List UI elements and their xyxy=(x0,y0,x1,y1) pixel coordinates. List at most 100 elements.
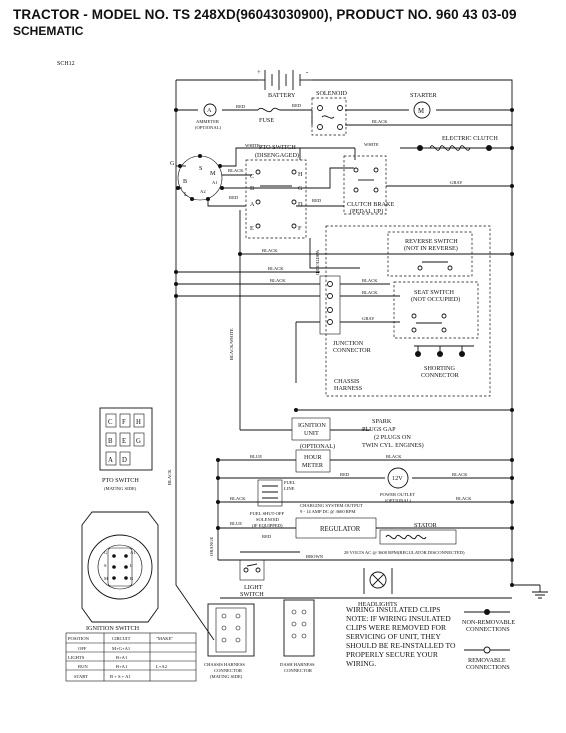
wire-red-3: RED xyxy=(229,195,239,200)
table-header-circuit: CIRCUIT xyxy=(112,636,131,641)
fuel-shutoff-label-2: SOLENOID xyxy=(256,517,280,522)
wire-black-white: BLACK/WHITE xyxy=(229,328,234,360)
chassis-harness-label: CHASSIS xyxy=(334,378,360,385)
pto-contact-f: F xyxy=(298,225,302,232)
electric-clutch-label: ELECTRIC CLUTCH xyxy=(442,135,498,142)
chassis-harness-connector: CHASSIS HARNESS CONNECTOR (MATING SIDE) xyxy=(204,603,255,679)
wire-blue-2: BLUE xyxy=(230,521,242,526)
chassis-harness: CHASSIS HARNESS xyxy=(325,225,491,397)
table-row-off-pos: OFF xyxy=(78,646,87,651)
battery-plus: + xyxy=(257,69,261,76)
pto-contact-h: H xyxy=(298,171,303,178)
dash-conn-label-2: CONNECTOR xyxy=(284,668,313,673)
table-row-start-pos: START xyxy=(74,674,88,679)
ign-contact-a2: A2 xyxy=(200,189,206,194)
ign-contact-l: L xyxy=(184,191,188,198)
chassis-conn-label-3: (MATING SIDE) xyxy=(210,674,243,679)
wire-blue-1: BLUE xyxy=(250,454,262,459)
shorting-connector: SHORTING CONNECTOR xyxy=(414,345,474,379)
regulator: REGULATOR CHARGING SYSTEM OUTPUT 9 - 14 … xyxy=(295,503,377,539)
wire-black-7: BLACK xyxy=(362,290,378,295)
legend-nonremovable-2: CONNECTIONS xyxy=(466,626,510,633)
stator-label: STATOR xyxy=(414,522,438,529)
ign-pin-a1: A1 xyxy=(130,550,136,555)
pto-pin-a: A xyxy=(108,457,113,464)
wire-white-2: WHITE xyxy=(364,142,379,147)
seat-switch: SEAT SWITCH (NOT OCCUPIED) xyxy=(393,281,479,339)
fuel-shutoff-solenoid: FUEL LINE FUEL SHUT-OFF SOLENOID (IF EQU… xyxy=(250,479,296,528)
pto-contact-e: E xyxy=(250,225,254,232)
light-switch: LIGHT SWITCH xyxy=(239,559,265,598)
legend: NON-REMOVABLE CONNECTIONS REMOVABLE CONN… xyxy=(462,609,515,671)
pto-mating-side: (MATING SIDE) xyxy=(104,486,137,491)
spark-plugs-label: (2 PLUGS ON xyxy=(374,434,411,441)
reverse-switch: REVERSE SWITCH (NOT IN REVERSE) xyxy=(387,231,473,277)
hour-meter-label-2: METER xyxy=(302,462,324,469)
ignition-switch-label: IGNITION SWITCH xyxy=(86,625,140,632)
wire-white-red: WHITE/RED xyxy=(315,250,320,276)
table-row-lights-pos: LIGHTS xyxy=(68,655,85,660)
starter-motor-icon: M xyxy=(418,108,424,115)
page-title: TRACTOR - MODEL NO. TS 248XD(96043030900… xyxy=(13,7,517,22)
light-switch-label: LIGHT xyxy=(244,584,263,591)
ignition-unit-label-2: UNIT xyxy=(304,430,319,437)
wire-black-9: BLACK xyxy=(452,472,468,477)
ign-contact-s: S xyxy=(199,165,203,172)
battery-label: BATTERY xyxy=(268,92,296,99)
spark-gap-label: PLUGS GAP xyxy=(362,426,396,433)
spark-cyl-label: TWIN CYL. ENGINES) xyxy=(362,442,424,449)
table-row-lights-circuit: B+A1 xyxy=(116,655,128,660)
reverse-switch-label: REVERSE SWITCH xyxy=(405,238,458,245)
page-subtitle: SCHEMATIC xyxy=(13,24,84,38)
wire-red-5: RED xyxy=(340,472,350,477)
pto-contact-a: A xyxy=(250,201,255,208)
table-row-start-circuit: B + S + A1 xyxy=(110,674,131,679)
table-header-make: "MAKE" xyxy=(156,636,173,641)
fuel-line-label: FUEL xyxy=(284,480,296,485)
headlights-label: HEADLIGHTS xyxy=(358,601,398,608)
ignition-unit-label: IGNITION xyxy=(298,422,326,429)
pto-contact-d: D xyxy=(298,201,303,208)
fuel-line-label-2: LINE xyxy=(284,486,295,491)
wire-black-12: BLACK xyxy=(167,469,172,485)
wire-black-6: BLACK xyxy=(362,278,378,283)
fuse-label: FUSE xyxy=(259,117,274,124)
junction-connector: JUNCTION CONNECTOR xyxy=(319,275,372,354)
wire-black-5: BLACK xyxy=(270,278,286,283)
pto-contact-c: C xyxy=(250,173,254,180)
clutch-brake-switch: CLUTCH BRAKE (PEDAL UP) xyxy=(343,155,394,215)
wire-red-4: RED xyxy=(312,198,322,203)
ammeter-icon: A xyxy=(207,107,212,114)
pto-pin-d: D xyxy=(122,457,127,464)
table-header-position: POSITION xyxy=(68,636,90,641)
electric-clutch: ELECTRIC CLUTCH BLACK xyxy=(372,119,498,151)
wire-red-6: RED xyxy=(262,534,272,539)
light-switch-label-2: SWITCH xyxy=(240,591,264,598)
pto-pin-e: E xyxy=(122,438,126,445)
wiring-note: WIRING INSULATED CLIPS NOTE: IF WIRING I… xyxy=(346,605,456,668)
note-line-3: CLIPS WERE REMOVED FOR xyxy=(346,623,447,632)
ign-pin-l: L xyxy=(130,563,133,568)
junction-label-2: CONNECTOR xyxy=(333,347,372,354)
pto-mating-label: PTO SWITCH xyxy=(102,477,139,484)
table-row-off-circuit: M+G+A1 xyxy=(112,646,131,651)
clutch-brake-label: CLUTCH BRAKE xyxy=(347,201,394,208)
pto-switch-label: PTO SWITCH xyxy=(259,144,296,151)
wire-gray-1: GRAY xyxy=(450,180,463,185)
legend-removable: REMOVABLE xyxy=(468,657,506,664)
schematic-code: SCH12 xyxy=(57,61,75,67)
ignition-unit: IGNITION UNIT SPARK PLUGS GAP (2 PLUGS O… xyxy=(291,417,424,449)
charging-output-value: 9 - 14 AMP DC @ 3600 RPM xyxy=(300,509,356,514)
ign-pin-b: B xyxy=(130,576,133,581)
dash-harness-connector: DASH HARNESS CONNECTOR xyxy=(280,599,315,673)
pto-mating-connector: C F H B E G A D PTO SWITCH (MATING SIDE) xyxy=(99,407,153,491)
battery-minus: - xyxy=(306,69,309,76)
ammeter: A AMMETER (OPTIONAL) xyxy=(195,103,221,130)
note-line-5: SHOULD BE RE-INSTALLED TO xyxy=(346,641,456,650)
headlights: HEADLIGHTS xyxy=(358,568,398,608)
chassis-conn-label-2: CONNECTOR xyxy=(214,668,243,673)
starter: M STARTER xyxy=(410,92,438,119)
shorting-label-2: CONNECTOR xyxy=(421,372,460,379)
ignition-switch-contacts: G M S B L A1 A2 xyxy=(170,154,224,201)
